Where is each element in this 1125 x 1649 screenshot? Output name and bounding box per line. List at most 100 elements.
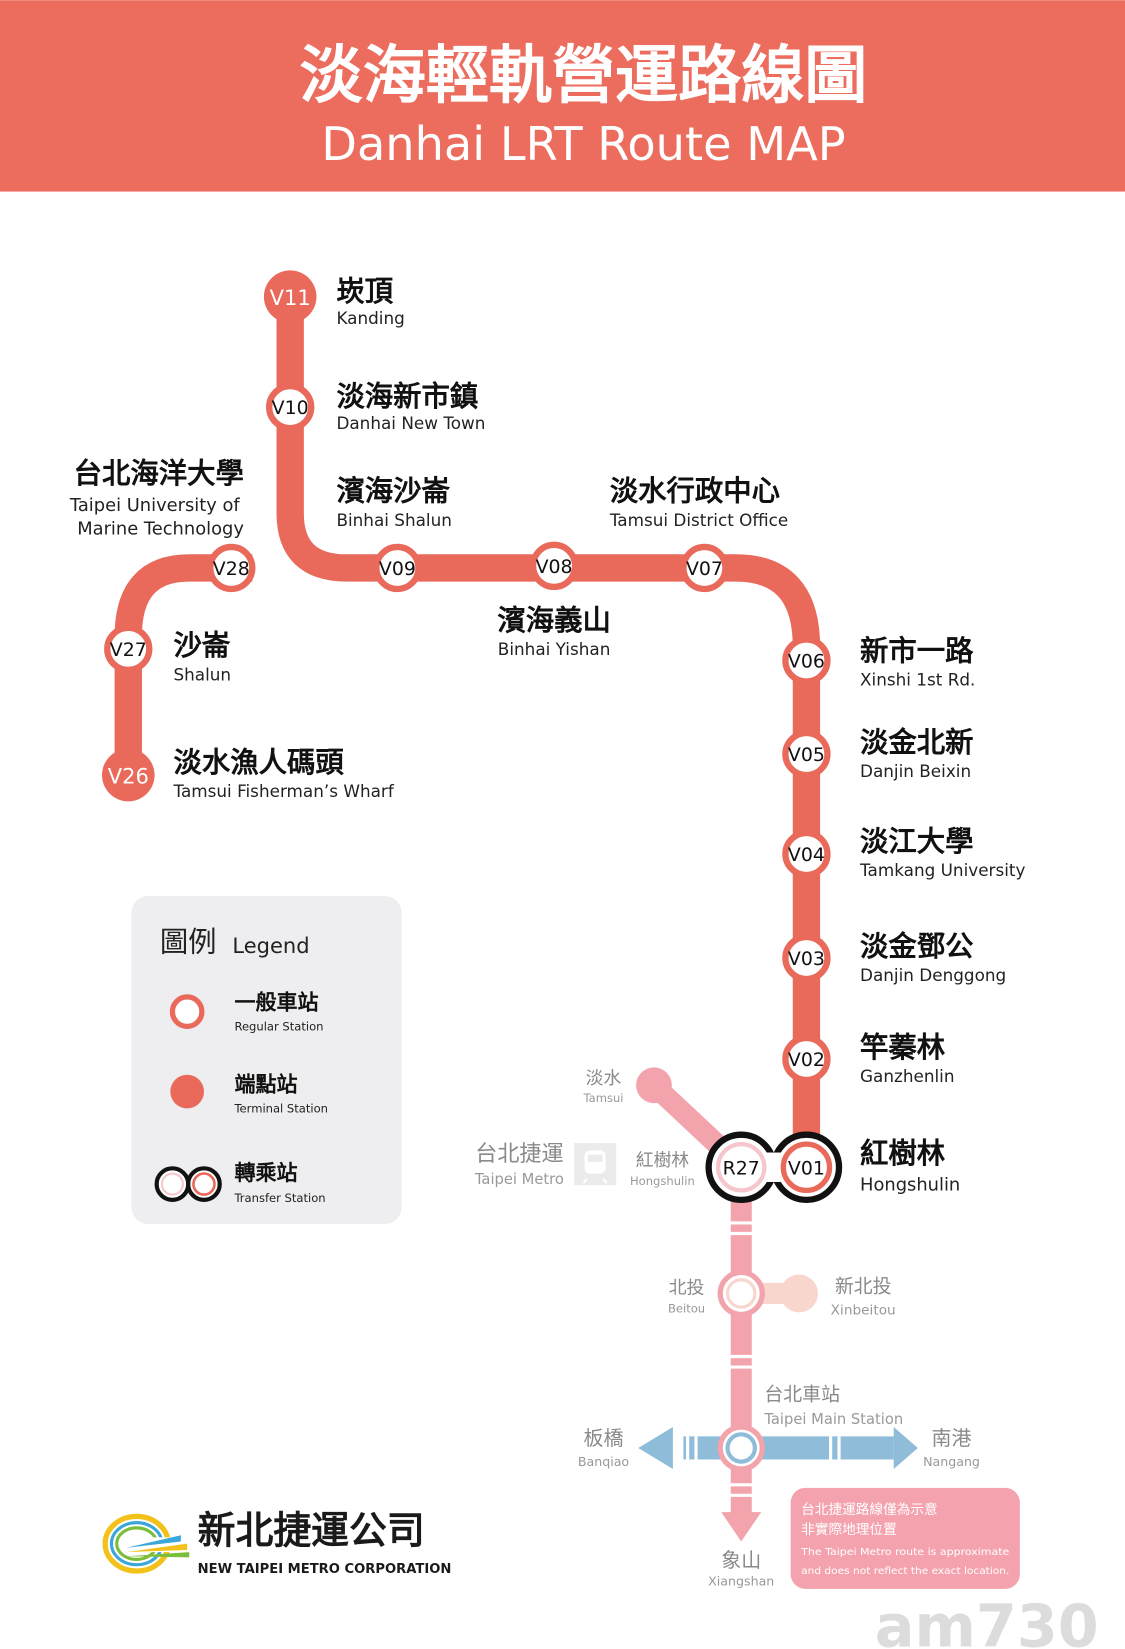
station-name-en: Tamsui District Office <box>609 510 788 530</box>
label-beitou-zh: 北投 <box>669 1277 705 1298</box>
station-v26[interactable]: V26 <box>101 748 155 802</box>
station-code: V04 <box>788 844 825 866</box>
station-marker <box>782 933 831 983</box>
station-name-zh: 淡江大學 <box>860 825 974 858</box>
transfer-station-hongshulin[interactable]: R27 V01 <box>705 1131 843 1204</box>
station-name-en: Binhai Yishan <box>498 639 611 659</box>
station-name-zh: 竿蓁林 <box>860 1031 946 1064</box>
station-name-zh: 濱海義山 <box>497 604 611 637</box>
station-code: V27 <box>110 639 147 661</box>
label-tamsui-en: Tamsui <box>582 1091 623 1105</box>
label-taipei-metro-zh: 台北捷運 <box>475 1142 563 1167</box>
station-marker <box>207 543 256 593</box>
station-name-zh: 淡金北新 <box>860 726 974 759</box>
note-text: 台北捷運路線僅為示意 <box>801 1501 938 1518</box>
arrow-nangang-icon <box>893 1426 918 1470</box>
station-name-zh: 淡水行政中心 <box>610 475 780 508</box>
station-v06[interactable]: V06 <box>782 636 831 685</box>
logo-zh: 新北捷運公司 <box>198 1509 425 1553</box>
label-taipei-metro-en: Taipei Metro <box>474 1171 564 1188</box>
arrow-banqiao-icon <box>638 1426 673 1470</box>
station-code: V09 <box>379 558 416 580</box>
station-code: V28 <box>213 558 250 580</box>
label-tamsui-zh: 淡水 <box>586 1068 622 1089</box>
station-name-zh: 濱海沙崙 <box>336 475 450 508</box>
label-beitou-en: Beitou <box>668 1301 705 1315</box>
station-name-en: Danjin Beixin <box>860 761 971 781</box>
station-v11[interactable]: V11 <box>263 270 317 323</box>
legend-label-zh: 端點站 <box>234 1072 297 1097</box>
station-name-en: Xinshi 1st Rd. <box>860 670 975 690</box>
station-name-zh: 新市一路 <box>860 634 974 667</box>
watermark: am730 <box>875 1592 1099 1649</box>
note-text: The Taipei Metro route is approximate <box>800 1547 1009 1558</box>
legend-title-zh: 圖例 <box>160 926 217 959</box>
station-marker <box>782 636 831 685</box>
station-name-en: Taipei University of <box>69 495 241 516</box>
arrow-xiangshan-icon <box>721 1512 762 1542</box>
station-name-zh: 淡海新市鎮 <box>336 380 478 413</box>
header-banner <box>0 0 1125 192</box>
station-v04[interactable]: V04 <box>782 829 831 879</box>
title-zh: 淡海輕軌營運路線圖 <box>300 38 868 112</box>
label-nangang-en: Nangang <box>923 1454 980 1469</box>
legend: 圖例 Legend 一般車站 Regular Station 端點站 Termi… <box>131 895 402 1225</box>
legend-transfer-station-icon <box>154 1166 222 1202</box>
label-r27-zh: 紅樹林 <box>636 1150 690 1171</box>
station-v08[interactable]: V08 <box>529 541 579 591</box>
station-marker <box>104 624 153 674</box>
title-en: Danhai LRT Route MAP <box>321 117 845 171</box>
legend-title-en: Legend <box>232 933 309 958</box>
logo-en: NEW TAIPEI METRO CORPORATION <box>198 1562 452 1577</box>
station-marker <box>680 543 729 593</box>
station-v10[interactable]: V10 <box>266 382 315 432</box>
disclaimer-note: 台北捷運路線僅為示意 非實際地理位置 The Taipei Metro rout… <box>790 1487 1020 1589</box>
new-taipei-metro-logo: 新北捷運公司 NEW TAIPEI METRO CORPORATION <box>102 1509 452 1577</box>
station-v03[interactable]: V03 <box>782 933 831 983</box>
station-name-zh: 崁頂 <box>336 275 393 308</box>
station-code: V03 <box>788 948 825 970</box>
train-icon <box>574 1143 617 1186</box>
label-xiangshan-en: Xiangshan <box>708 1574 774 1589</box>
station-name-zh: 淡金鄧公 <box>860 930 974 963</box>
terminal-station-marker <box>101 748 155 802</box>
station-labels: 崁頂 Kanding 淡海新市鎮 Danhai New Town 台北海洋大學 … <box>69 275 1026 1195</box>
station-name-en: Shalun <box>173 664 231 684</box>
station-code-r27: R27 <box>723 1157 760 1179</box>
station-name-en: Danjin Denggong <box>860 965 1006 985</box>
station-name-en: Hongshulin <box>860 1174 960 1195</box>
station-code: V26 <box>108 764 149 789</box>
metro-xinbeitou-terminal <box>780 1274 818 1313</box>
label-xinbeitou-en: Xinbeitou <box>831 1302 896 1318</box>
station-name-en: Ganzhenlin <box>860 1066 954 1086</box>
station-marker <box>782 729 831 779</box>
legend-regular-station-icon <box>169 994 205 1029</box>
label-xinbeitou-zh: 新北投 <box>835 1275 892 1297</box>
taipei-metro-lines <box>636 1067 918 1542</box>
label-r27-en: Hongshulin <box>630 1174 695 1188</box>
label-nangang-zh: 南港 <box>932 1426 972 1450</box>
station-v05[interactable]: V05 <box>782 729 831 779</box>
station-v02[interactable]: V02 <box>782 1034 831 1084</box>
terminal-station-marker <box>263 270 317 323</box>
label-banqiao-en: Banqiao <box>578 1454 630 1469</box>
station-name-en: Tamsui Fisherman’s Wharf <box>172 781 394 801</box>
legend-label-en: Terminal Station <box>233 1102 328 1116</box>
station-name-en: Danhai New Town <box>336 413 485 433</box>
legend-label-en: Regular Station <box>234 1020 323 1034</box>
legend-label-zh: 一般車站 <box>234 990 318 1015</box>
station-v27[interactable]: V27 <box>104 624 153 674</box>
station-marker <box>782 829 831 879</box>
legend-terminal-station-icon <box>170 1074 204 1109</box>
station-marker <box>266 382 315 432</box>
station-code: V02 <box>788 1049 825 1071</box>
station-v28[interactable]: V28 <box>207 543 256 593</box>
station-v07[interactable]: V07 <box>680 543 729 593</box>
legend-label-zh: 轉乘站 <box>234 1160 297 1185</box>
station-name-zh: 沙崙 <box>173 629 230 662</box>
station-marker <box>529 541 579 591</box>
station-v09[interactable]: V09 <box>373 543 422 593</box>
station-name-zh: 淡水漁人碼頭 <box>173 746 344 779</box>
